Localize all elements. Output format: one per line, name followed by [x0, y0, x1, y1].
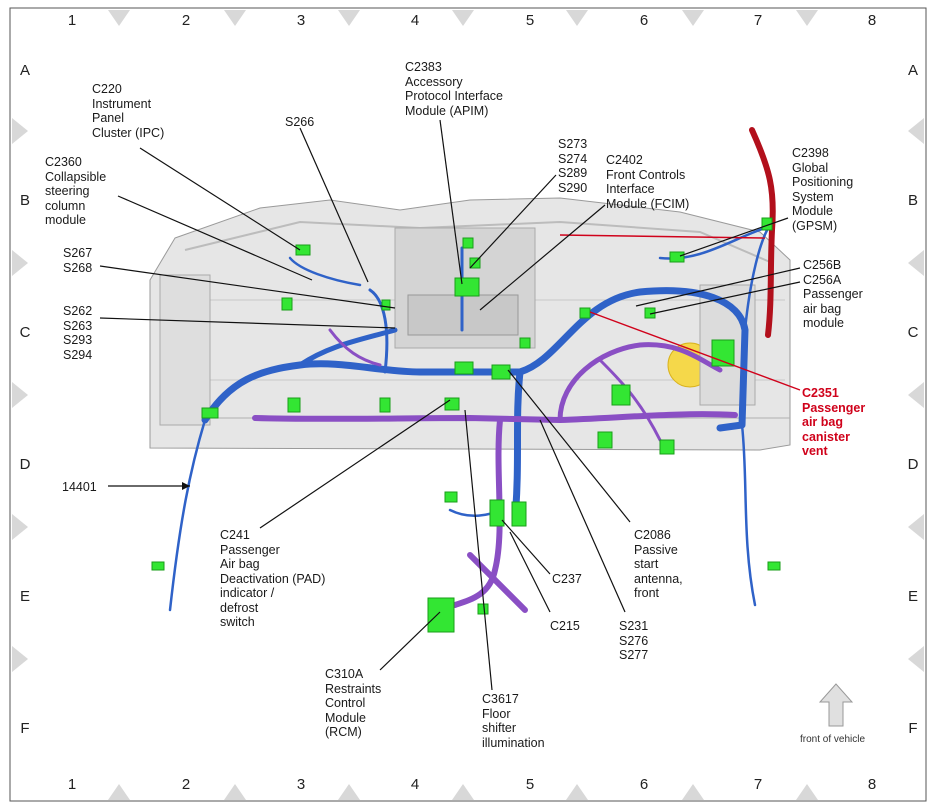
- leader-lines: [99, 119, 801, 691]
- col-label-5-bottom: 5: [525, 776, 535, 793]
- callout-c2360: C2360 Collapsible steering column module: [45, 155, 107, 227]
- diagram-border: [9, 7, 927, 802]
- row-label-d-right: D: [907, 456, 919, 473]
- callout-c2383: C2383 Accessory Protocol Interface Modul…: [405, 60, 503, 118]
- col-label-6-bottom: 6: [639, 776, 649, 793]
- col-label-1: 1: [67, 12, 77, 29]
- col-label-8-bottom: 8: [867, 776, 877, 793]
- callout-c2402: C2402 Front Controls Interface Module (F…: [606, 153, 690, 211]
- callout-14401: 14401: [62, 480, 97, 494]
- harness-purple: [252, 328, 738, 613]
- row-label-c: C: [19, 324, 31, 341]
- row-label-e-right: E: [907, 588, 918, 605]
- col-label-7-bottom: 7: [753, 776, 763, 793]
- row-label-d: D: [19, 456, 31, 473]
- row-label-e: E: [19, 588, 30, 605]
- col-label-3: 3: [296, 12, 306, 29]
- callout-c237: C237: [552, 572, 582, 586]
- callout-c215: C215: [550, 619, 580, 633]
- col-label-1-bottom: 1: [67, 776, 77, 793]
- callout-c241: C241 Passenger Air bag Deactivation (PAD…: [220, 528, 326, 629]
- col-label-8: 8: [867, 12, 877, 29]
- front-arrow-icon: [818, 683, 854, 727]
- grid-markers: [12, 10, 924, 800]
- callout-c256: C256B C256A Passenger air bag module: [803, 258, 863, 330]
- row-label-b-right: B: [907, 192, 918, 209]
- row-label-f-right: F: [908, 720, 918, 737]
- callout-s231: S231 S276 S277: [619, 619, 649, 662]
- callout-c2351: C2351 Passenger air bag canister vent: [802, 386, 866, 458]
- callout-c2086: C2086 Passive start antenna, front: [634, 528, 683, 600]
- vent-leader-line: [589, 311, 801, 391]
- leader-arrowheads: [182, 482, 190, 490]
- callout-s266: S266: [285, 115, 315, 129]
- front-of-vehicle-label: front of vehicle: [800, 734, 866, 745]
- col-label-4-bottom: 4: [410, 776, 420, 793]
- callout-s267: S267 S268: [63, 246, 93, 275]
- row-label-f: F: [20, 720, 30, 737]
- callout-c310a: C310A Restraints Control Module (RCM): [325, 667, 382, 739]
- callout-c220: C220 Instrument Panel Cluster (IPC): [92, 82, 165, 140]
- col-label-4: 4: [410, 12, 420, 29]
- row-label-b: B: [19, 192, 30, 209]
- col-label-2: 2: [181, 12, 191, 29]
- col-label-7: 7: [753, 12, 763, 29]
- callout-s262: S262 S263 S293 S294: [63, 304, 93, 362]
- callout-s273: S273 S274 S289 S290: [558, 137, 588, 195]
- row-label-c-right: C: [907, 324, 919, 341]
- callout-c2398: C2398 Global Positioning System Module (…: [792, 146, 854, 233]
- col-label-6: 6: [639, 12, 649, 29]
- col-label-2-bottom: 2: [181, 776, 191, 793]
- col-label-3-bottom: 3: [296, 776, 306, 793]
- row-label-a: A: [19, 62, 30, 79]
- callout-c3617: C3617 Floor shifter illumination: [482, 692, 545, 750]
- col-label-5: 5: [525, 12, 535, 29]
- row-label-a-right: A: [907, 62, 918, 79]
